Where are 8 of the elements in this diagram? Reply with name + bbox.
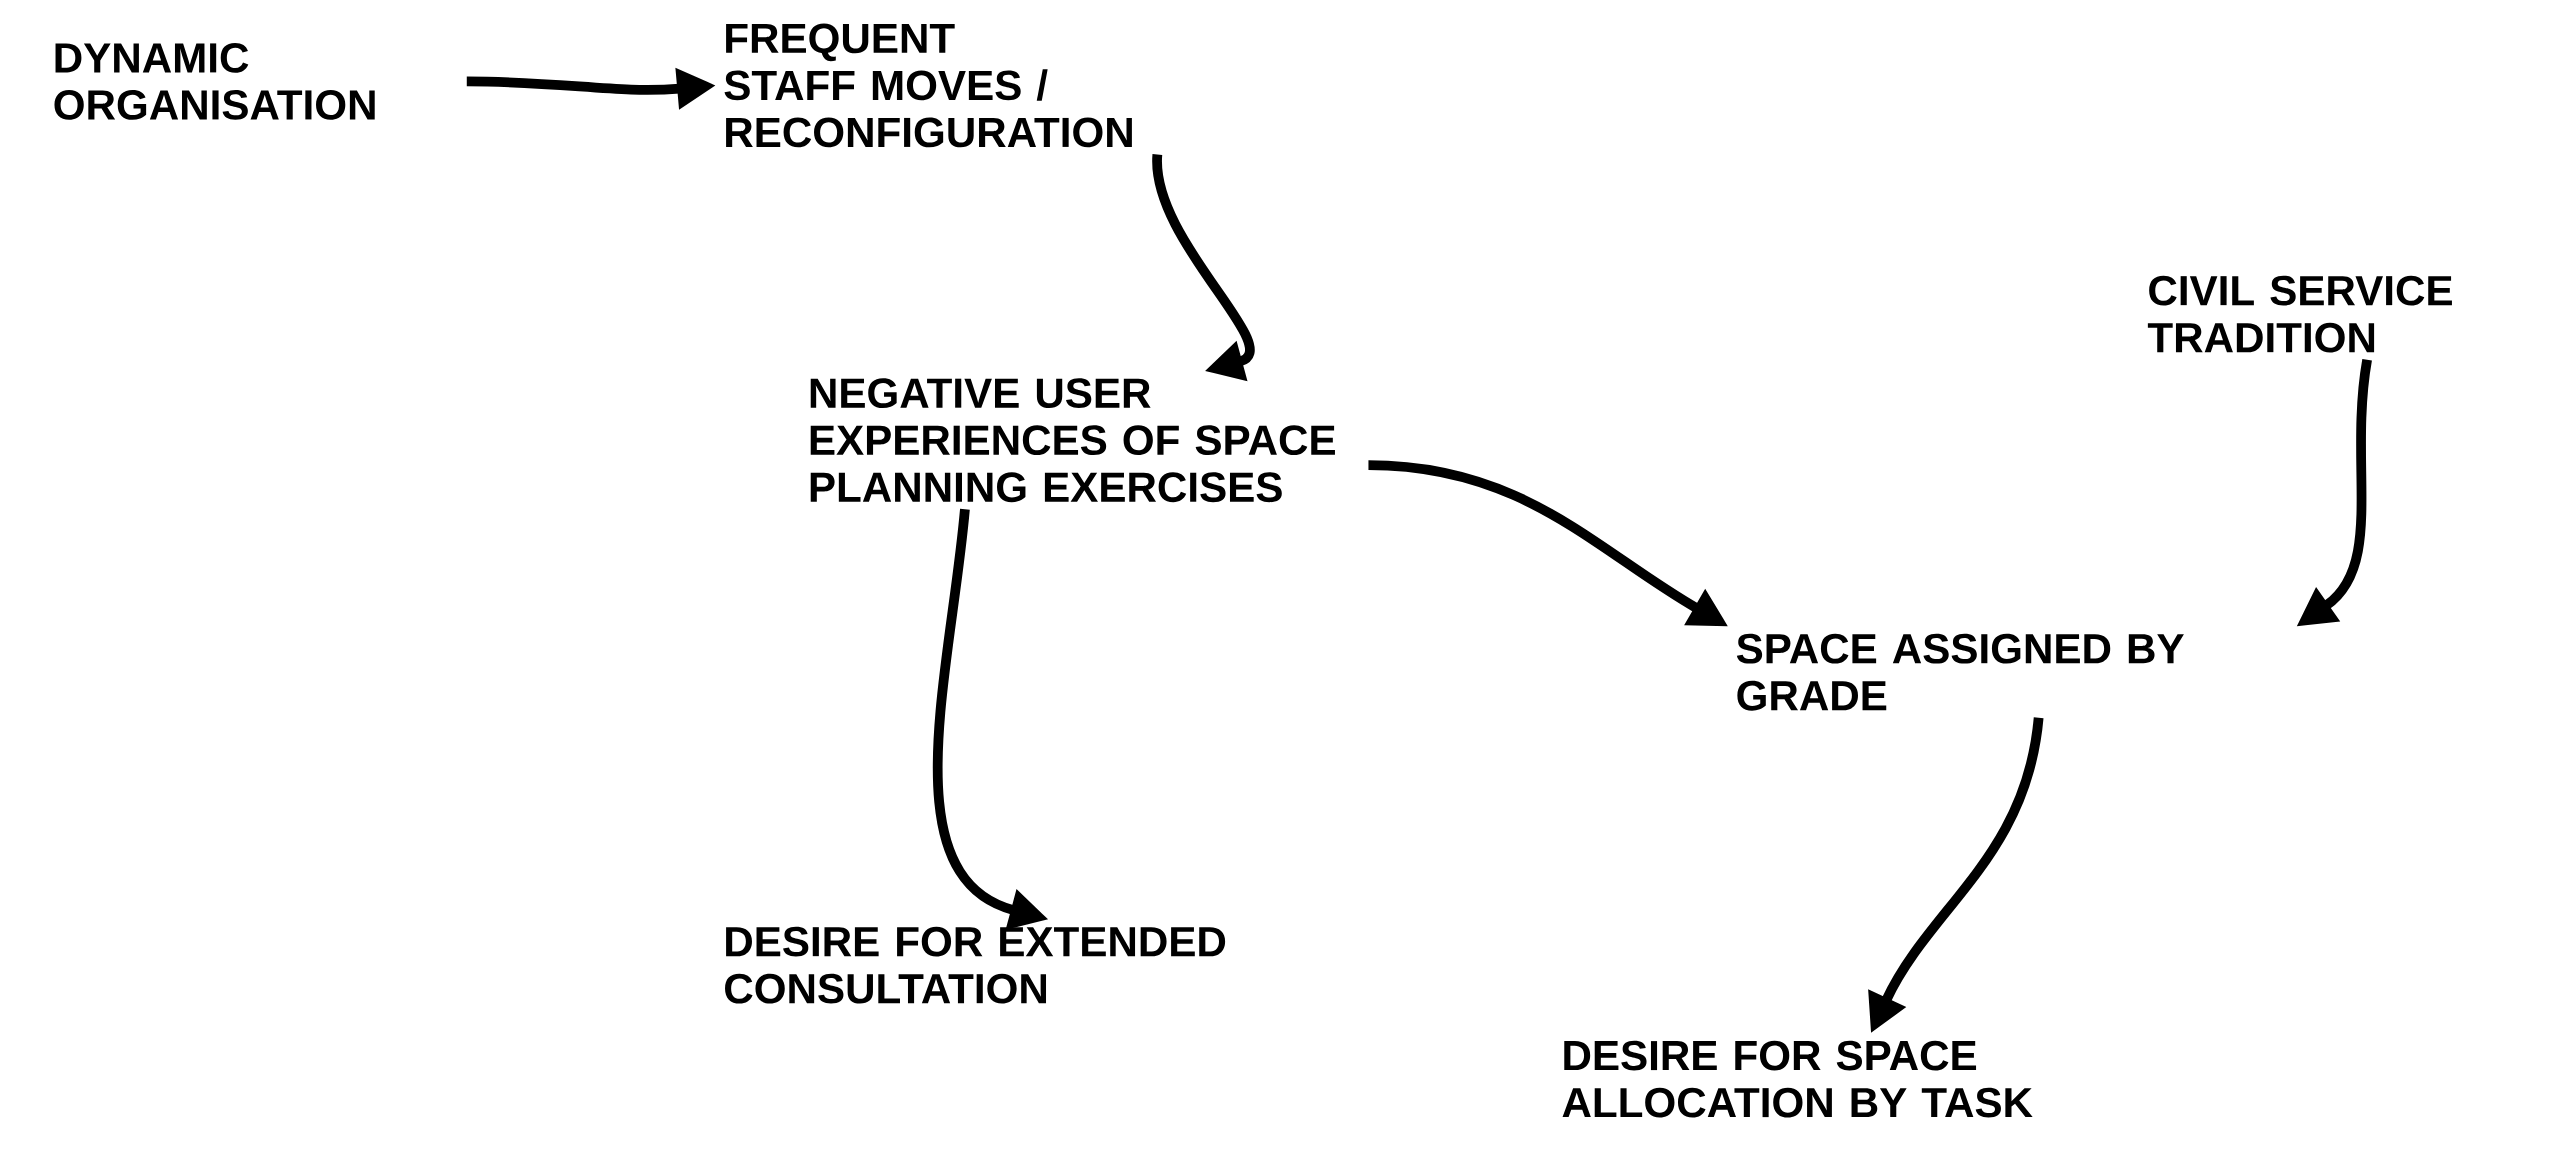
arrow [1152, 154, 1255, 382]
node-label: SPACE ASSIGNED BY GRADE [1736, 633, 2184, 711]
node-label: DESIRE FOR EXTENDED CONSULTATION [725, 926, 1226, 1004]
node-label: NEGATIVE USER EXPERIENCES OF SPACE PLANNING EXERCISES [810, 378, 1335, 503]
node-label: DYNAMIC ORGANISATION [54, 43, 375, 120]
node-label: CIVIL SERVICE TRADITION [2147, 275, 2452, 353]
node-label: DESIRE FOR SPACE ALLOCATION BY TASK [1562, 1040, 2033, 1118]
node-label: FREQUENT STAFF MOVES / RECONFIGURATION [724, 23, 1132, 148]
